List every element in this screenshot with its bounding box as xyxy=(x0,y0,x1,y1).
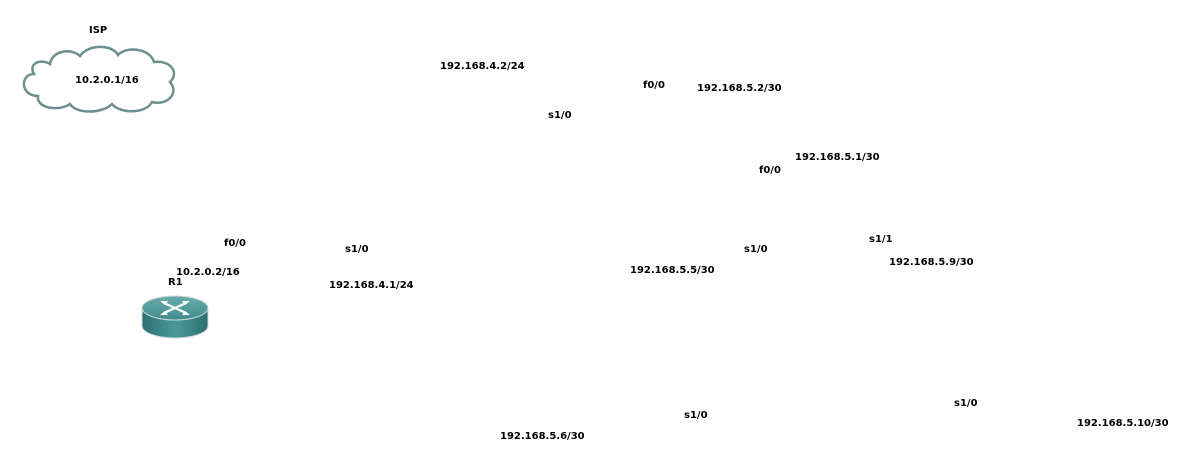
mid-s11-interface-label: s1/1 xyxy=(869,234,893,245)
cloud-icon[interactable] xyxy=(20,44,180,116)
r1-s10-interface-label: s1/0 xyxy=(345,244,369,255)
router-icon[interactable] xyxy=(140,290,210,344)
r1-label: R1 xyxy=(168,277,183,288)
isp-address-label: 10.2.0.1/16 xyxy=(75,75,139,86)
bot-s10-ip-label: 192.168.5.6/30 xyxy=(500,431,585,442)
top-s10-interface-label: s1/0 xyxy=(548,110,572,121)
r1-f00-interface-label: f0/0 xyxy=(224,238,246,249)
top-f00-interface-label: f0/0 xyxy=(643,80,665,91)
mid-f00-interface-label: f0/0 xyxy=(759,165,781,176)
mid-s10-ip-label: 192.168.5.5/30 xyxy=(630,265,715,276)
right-s10-interface-label: s1/0 xyxy=(954,398,978,409)
mid-s10-interface-label: s1/0 xyxy=(744,244,768,255)
r1-f00-ip-label: 10.2.0.2/16 xyxy=(176,267,240,278)
isp-label: ISP xyxy=(89,25,108,36)
top-s10-ip-label: 192.168.4.2/24 xyxy=(440,61,525,72)
right-s10-ip-label: 192.168.5.10/30 xyxy=(1077,418,1169,429)
top-f00-ip-label: 192.168.5.2/30 xyxy=(697,83,782,94)
bot-s10-interface-label: s1/0 xyxy=(684,410,708,421)
r1-s10-ip-label: 192.168.4.1/24 xyxy=(329,280,414,291)
mid-f00-ip-label: 192.168.5.1/30 xyxy=(795,152,880,163)
mid-s11-ip-label: 192.168.5.9/30 xyxy=(889,257,974,268)
